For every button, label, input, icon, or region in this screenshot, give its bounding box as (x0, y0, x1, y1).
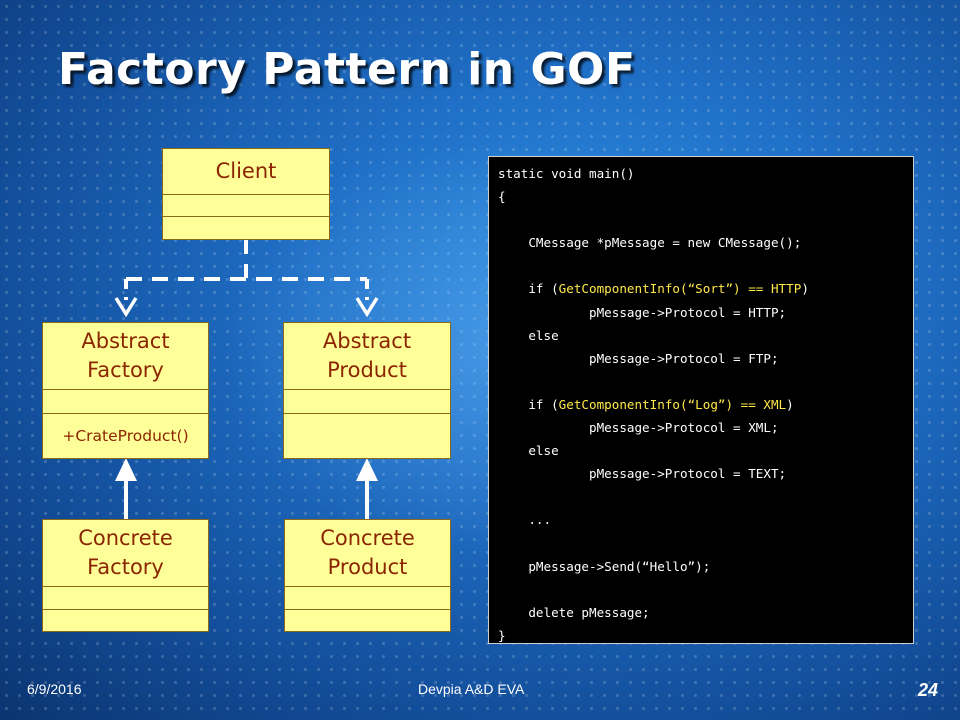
code-line: { (498, 189, 506, 205)
concrete-product-class-box: Concrete Product (284, 519, 451, 632)
code-line: pMessage->Protocol = FTP; (498, 350, 779, 366)
concrete-factory-class-name: Concrete Factory (43, 520, 208, 587)
abstract-product-class-name: Abstract Product (284, 323, 450, 390)
abstract-factory-operation: +CrateProduct() (62, 427, 189, 445)
client-class-box: Client (162, 148, 330, 240)
client-operations (163, 217, 329, 239)
code-line: ... (498, 512, 552, 528)
concrete-factory-attributes (43, 587, 208, 610)
code-line: CMessage *pMessage = new CMessage(); (498, 235, 802, 251)
code-line: pMessage->Send(“Hello”); (498, 558, 711, 574)
code-line: else (498, 443, 559, 459)
abstract-factory-class-name: Abstract Factory (43, 323, 208, 390)
concrete-product-attributes (285, 587, 450, 610)
footer-date: 6/9/2016 (27, 681, 82, 697)
inheritance-arrow-product (356, 458, 378, 481)
code-line-condition-sort: if (GetComponentInfo(“Sort”) == HTTP) (498, 281, 809, 297)
code-line (498, 532, 913, 555)
code-line: else (498, 327, 559, 343)
page-number: 24 (918, 680, 939, 700)
code-line: pMessage->Protocol = XML; (498, 420, 779, 436)
code-line (498, 254, 913, 277)
code-line: static void main() (498, 166, 635, 181)
abstract-product-class-box: Abstract Product (283, 322, 451, 459)
slide-title: Factory Pattern in GOF (58, 44, 636, 95)
abstract-product-attributes (284, 390, 450, 414)
code-panel: static void main() { CMessage *pMessage … (488, 156, 914, 644)
code-line (498, 578, 913, 601)
code-line: delete pMessage; (498, 604, 650, 620)
code-line (498, 208, 913, 231)
code-line: } (498, 627, 506, 643)
concrete-factory-operations (43, 610, 208, 631)
concrete-product-operations (285, 610, 450, 631)
client-attributes (163, 195, 329, 217)
footer-center-text: Devpia A&D EVA (418, 681, 525, 697)
concrete-factory-class-box: Concrete Factory (42, 519, 209, 632)
inheritance-arrow-factory (115, 458, 137, 481)
code-line (498, 370, 913, 393)
abstract-factory-attributes (43, 390, 208, 414)
code-line-condition-log: if (GetComponentInfo(“Log”) == XML) (498, 396, 794, 412)
dependency-arrow-product (355, 297, 379, 318)
dependency-arrow-factory (114, 297, 138, 318)
abstract-product-operations (284, 414, 450, 458)
client-class-name: Client (163, 149, 329, 195)
abstract-factory-class-box: Abstract Factory +CrateProduct() (42, 322, 209, 459)
code-line: pMessage->Protocol = HTTP; (498, 304, 787, 320)
code-line (498, 485, 913, 508)
code-line: pMessage->Protocol = TEXT; (498, 466, 787, 482)
concrete-product-class-name: Concrete Product (285, 520, 450, 587)
